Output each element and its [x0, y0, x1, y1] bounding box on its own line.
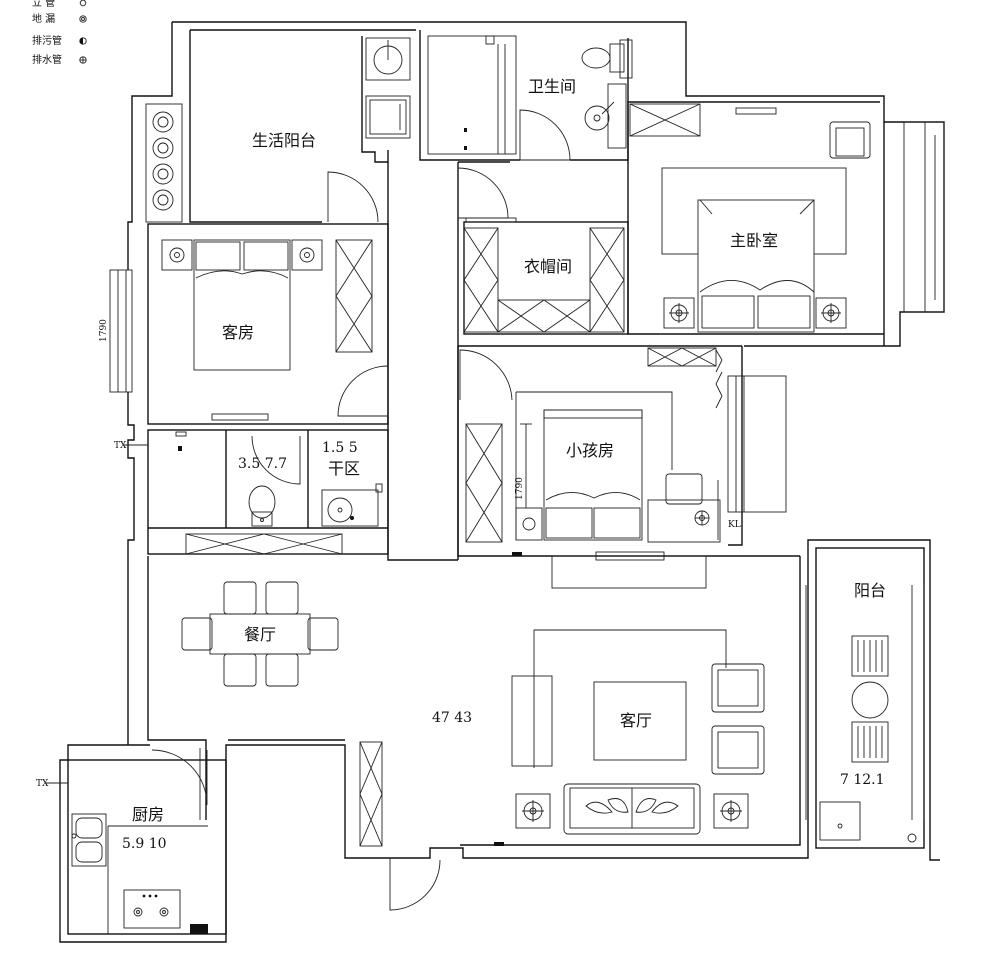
balcony-sink-icon: [819, 801, 861, 841]
room-label-dining-room: 餐厅: [244, 625, 276, 644]
nightstand-lamp-icon: [161, 239, 193, 271]
armchair-icon: [711, 725, 765, 775]
room-label-child-room: 小孩房: [566, 441, 614, 460]
child-window-dimension: 1790: [515, 477, 525, 500]
washing-machine-icon: [365, 95, 411, 139]
room-label-guest-room: 客房: [222, 323, 254, 342]
area-kitchen: 5.9 10: [122, 836, 167, 852]
armchair-icon: [829, 121, 871, 159]
sofa-icon: [563, 783, 701, 835]
child-wardrobe-icon: [465, 423, 503, 543]
interior-walls: [67, 29, 925, 935]
doors: [151, 109, 571, 911]
tv-stand-icon: [511, 675, 553, 767]
dining-table-icon: [181, 581, 339, 687]
basin-icon: [584, 83, 627, 149]
guest-window-dimension: 1790: [99, 319, 109, 342]
guest-toilet-icon: [248, 485, 276, 527]
crossed-circle-icon: [79, 56, 87, 64]
room-label-bathroom: 卫生间: [528, 77, 576, 96]
child-lamp-icon: [694, 510, 710, 526]
nightstand-lamp-icon: [663, 297, 695, 329]
guest-wardrobe-icon: [335, 239, 373, 353]
side-lamp-icon: [515, 793, 551, 829]
master-bed-icon: [697, 199, 815, 333]
child-shelf-icon: [647, 347, 717, 367]
room-label-balcony: 阳台: [854, 581, 886, 600]
room-label-walk-in-closet: 衣帽间: [524, 257, 572, 276]
child-nightstand-icon: [515, 507, 543, 541]
guest-room-window: 1790: [99, 269, 133, 393]
area-balcony: 7 12.1: [840, 772, 885, 788]
legend-label-sewage-pipe: 排污管: [32, 34, 62, 47]
child-room-rug: [516, 391, 673, 470]
room-label-master-bedroom: 主卧室: [730, 231, 778, 250]
ac-unit-icon: [735, 107, 777, 115]
guest-window-sill: [185, 533, 343, 555]
room-label-laundry-balcony: 生活阳台: [252, 131, 316, 150]
guest-ac-unit-icon: [211, 413, 269, 421]
room-label-kitchen: 厨房: [132, 805, 164, 824]
flue-marker: [190, 924, 208, 934]
child-room-window: [727, 375, 787, 513]
open-circle-icon: [79, 0, 87, 7]
plants-column: [145, 103, 183, 223]
living-rug: [533, 629, 727, 768]
coffee-table-icon: [593, 681, 687, 761]
legend-label-floor-drain: 地 漏: [32, 12, 55, 25]
area-guest-bath: 3.5 7.7: [238, 456, 287, 472]
area-living-dining: 47 43: [432, 710, 472, 726]
toilet-icon: [581, 39, 633, 79]
legend-label-drain-pipe: 排水管: [32, 53, 62, 66]
stove-icon: [123, 889, 181, 929]
tx-marker-lower: TX: [36, 779, 49, 789]
half-filled-circle-icon: [79, 37, 87, 45]
round-table-icon: [851, 681, 889, 719]
room-label-dry-zone: 干区: [328, 459, 360, 478]
drain-marker: [178, 446, 182, 451]
side-lamp-icon: [713, 793, 749, 829]
guest-bed-icon: [193, 239, 291, 371]
floor-drain-icon: [79, 15, 87, 23]
room-label-living-room: 客厅: [620, 711, 652, 730]
desk-chair-icon: [647, 473, 721, 543]
area-dry-zone: 1.5 5: [322, 440, 358, 456]
window-sill-cross: [185, 533, 343, 555]
legend: 立 管 地 漏 排污管 排水管: [32, 0, 87, 66]
entry-cabinet-icon: [359, 741, 383, 847]
kl-marker: KL: [728, 520, 741, 530]
closet-shelves: [463, 217, 625, 333]
tv-cabinet: [551, 555, 707, 589]
tx-marker-upper: TX: [114, 441, 127, 451]
master-wardrobe-icon: [629, 103, 701, 137]
nightstand-lamp-icon: [291, 239, 323, 271]
legend-label-riser: 立 管: [32, 0, 55, 9]
lounge-chair-icon: [851, 721, 889, 763]
armchair-icon: [711, 663, 765, 713]
shower-icon: [427, 35, 517, 155]
nightstand-lamp-icon: [815, 297, 847, 329]
laundry-sink-icon: [365, 37, 411, 81]
double-sink-icon: [71, 813, 107, 867]
dry-zone-basin-icon: [321, 483, 383, 527]
child-bed-icon: [543, 409, 643, 541]
riser-icon: [907, 833, 917, 843]
lounge-chair-icon: [851, 635, 889, 677]
